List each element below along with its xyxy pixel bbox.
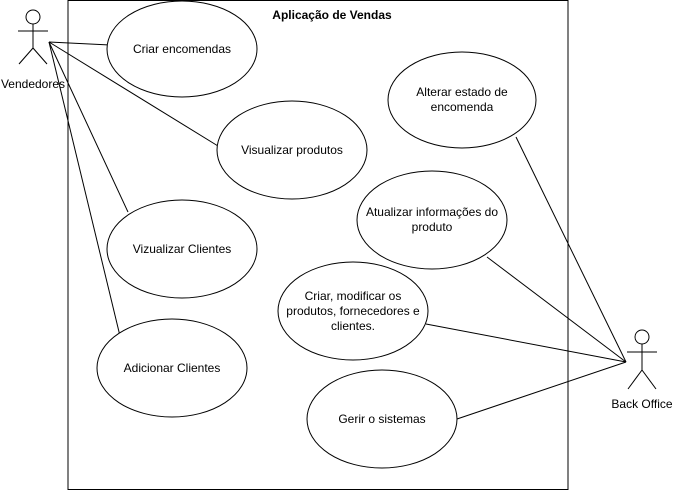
actor-back-office-label: Back Office <box>611 397 672 411</box>
use-case-criar-encomendas: Criar encomendas <box>106 0 258 98</box>
use-case-visualizar-produtos: Visualizar produtos <box>216 100 368 200</box>
use-case-label-line: Adicionar Clientes <box>124 361 221 375</box>
use-case-label-line: Criar encomendas <box>133 42 231 56</box>
stick-figure-icon <box>18 9 48 65</box>
use-case-label-line: Atualizar informações do <box>366 205 498 219</box>
use-case-label-line: Gerir o sistemas <box>338 412 425 426</box>
use-case-label-line: produtos, fornecedores e <box>286 304 420 318</box>
association-backoffice-gerir-sistemas <box>456 361 627 420</box>
actor-back-office: Back Office <box>611 329 673 411</box>
use-case-label-line: encomenda <box>431 100 494 114</box>
association-vendedores-visualizar-produtos <box>48 41 219 147</box>
use-case-label: Criar encomendas <box>133 42 231 56</box>
use-case-label-line: Criar, modificar os <box>305 289 402 303</box>
use-case-adicionar-clientes: Adicionar Clientes <box>96 318 248 418</box>
use-case-label-line: Vizualizar Clientes <box>133 242 232 256</box>
association-vendedores-vizualizar-clientes <box>48 41 129 213</box>
association-backoffice-alterar-estado <box>515 136 627 363</box>
association-vendedores-adicionar-clientes <box>48 41 121 337</box>
system-title: Aplicação de Vendas <box>272 8 392 22</box>
actor-vendedores: Vendedores <box>1 9 65 91</box>
use-case-label-line: clientes. <box>331 319 375 333</box>
associations <box>48 41 627 420</box>
use-case-label-line: Visualizar produtos <box>241 143 343 157</box>
use-case-label: Gerir o sistemas <box>338 412 425 426</box>
use-case-label: Vizualizar Clientes <box>133 242 232 256</box>
actor-vendedores-label: Vendedores <box>1 77 65 91</box>
stick-figure-icon <box>627 329 657 390</box>
use-case-vizualizar-clientes: Vizualizar Clientes <box>106 199 258 299</box>
use-case-gerir-sistemas: Gerir o sistemas <box>306 369 458 469</box>
use-case-label-line: produto <box>412 220 453 234</box>
use-case-label: Visualizar produtos <box>241 143 343 157</box>
association-backoffice-atualizar-info <box>486 256 627 363</box>
association-vendedores-criar-encomendas <box>48 41 111 46</box>
association-backoffice-criar-modificar <box>425 323 627 363</box>
use-case-label-line: Alterar estado de <box>416 85 508 99</box>
use-case-label: Adicionar Clientes <box>124 361 221 375</box>
